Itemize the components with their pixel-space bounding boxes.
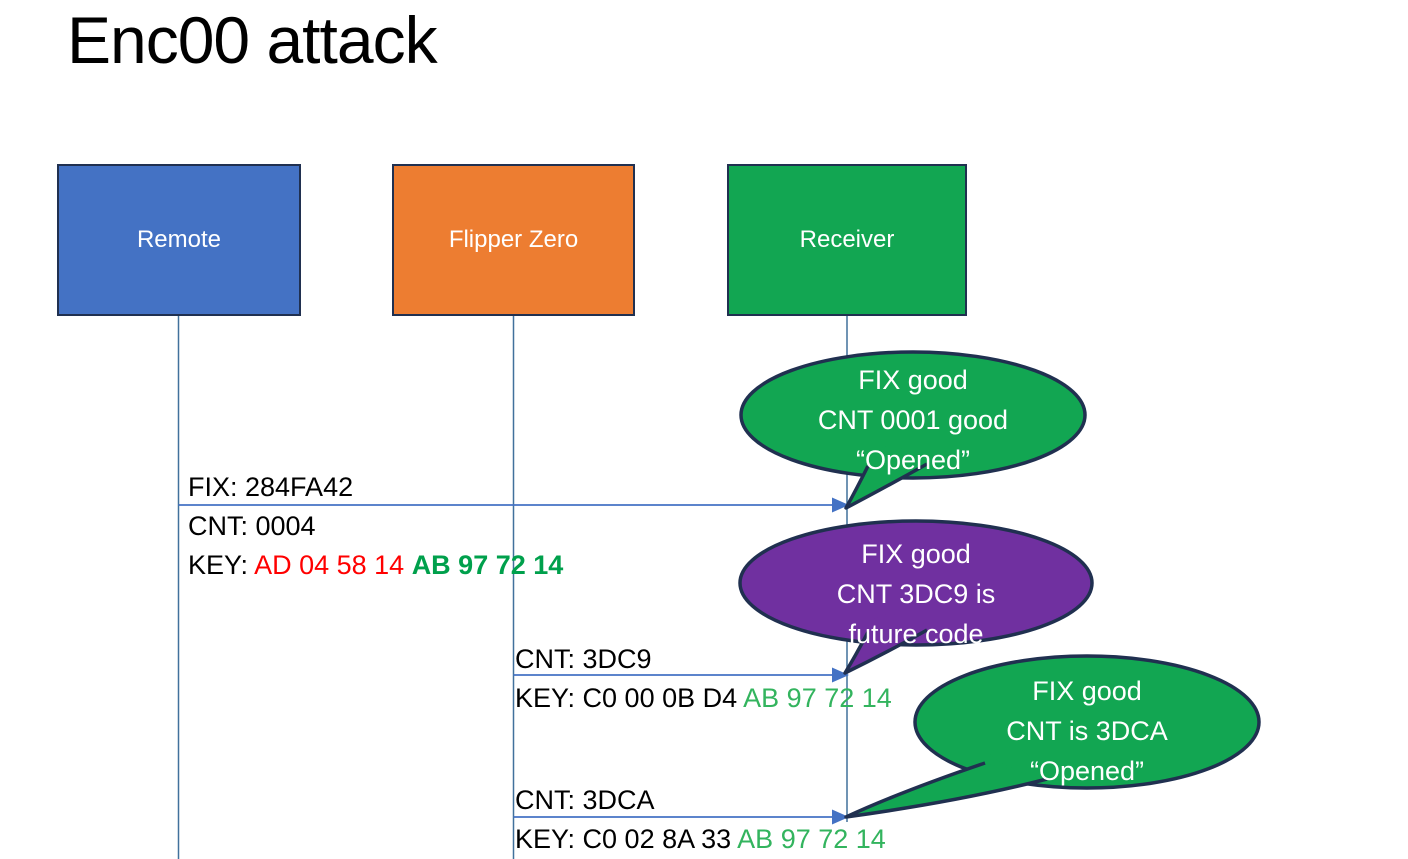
message-key-line: KEY: AD 04 58 14 AB 97 72 14 — [188, 546, 563, 585]
speech-bubble-opened-2 — [844, 654, 1261, 819]
message-cnt-line: CNT: 3DCA — [515, 785, 655, 815]
message-key-line: KEY: C0 02 8A 33 AB 97 72 14 — [515, 820, 886, 859]
bubble-line: FIX good — [858, 365, 968, 395]
arrow-message-3 — [513, 809, 849, 825]
key-fixed-part: AB 97 72 14 — [411, 550, 564, 580]
message-key-line: KEY: C0 00 0B D4 AB 97 72 14 — [515, 679, 892, 718]
actor-box-remote: Remote — [57, 164, 301, 316]
speech-bubble-future-code — [738, 519, 1094, 675]
key-fixed-part: AB 97 72 14 — [737, 824, 886, 854]
message-cnt-line: CNT: 3DC9 — [515, 644, 652, 674]
key-label: KEY: C0 02 8A 33 — [515, 824, 738, 854]
message-3-flipper-transmission: CNT: 3DCA KEY: C0 02 8A 33 AB 97 72 14 — [515, 781, 886, 859]
bubble-line: CNT 3DC9 is — [836, 579, 996, 609]
message-2-flipper-transmission: CNT: 3DC9 KEY: C0 00 0B D4 AB 97 72 14 — [515, 640, 892, 718]
arrowhead-icon — [832, 809, 849, 825]
message-1-remote-transmission: FIX: 284FA42 CNT: 0004 KEY: AD 04 58 14 … — [188, 468, 563, 585]
bubble-line: FIX good — [1032, 676, 1142, 706]
actor-box-flipper-zero: Flipper Zero — [392, 164, 635, 316]
key-label: KEY: — [188, 550, 255, 580]
page-title: Enc00 attack — [67, 3, 438, 77]
arrowhead-icon — [832, 497, 849, 513]
arrow-message-2 — [513, 667, 849, 683]
bubble-line: CNT 0001 good — [817, 405, 1009, 435]
key-fixed-part: AB 97 72 14 — [743, 683, 892, 713]
actor-label: Remote — [136, 226, 222, 253]
key-label: KEY: C0 00 0B D4 — [515, 683, 744, 713]
bubble-line: FIX good — [861, 539, 971, 569]
key-encrypted-part: AD 04 58 14 — [254, 550, 412, 580]
arrowhead-icon — [832, 667, 849, 683]
arrow-message-1 — [178, 497, 849, 513]
bubble-line: “Opened” — [1029, 756, 1145, 786]
bubble-line: CNT is 3DCA — [1006, 716, 1168, 746]
actor-label: Receiver — [799, 226, 895, 253]
bubble-line: future code — [848, 619, 984, 649]
bubble-line: “Opened” — [855, 445, 971, 475]
message-fix-line: FIX: 284FA42 — [188, 472, 354, 502]
bubble-3-text: FIX good CNT is 3DCA “Opened” — [1006, 671, 1168, 791]
speech-bubble-opened-1 — [739, 350, 1087, 510]
bubble-2-text: FIX good CNT 3DC9 is future code — [837, 534, 996, 654]
message-cnt-line: CNT: 0004 — [188, 511, 316, 541]
actor-label: Flipper Zero — [448, 226, 579, 253]
actor-box-receiver: Receiver — [727, 164, 967, 316]
bubble-1-text: FIX good CNT 0001 good “Opened” — [818, 360, 1008, 480]
